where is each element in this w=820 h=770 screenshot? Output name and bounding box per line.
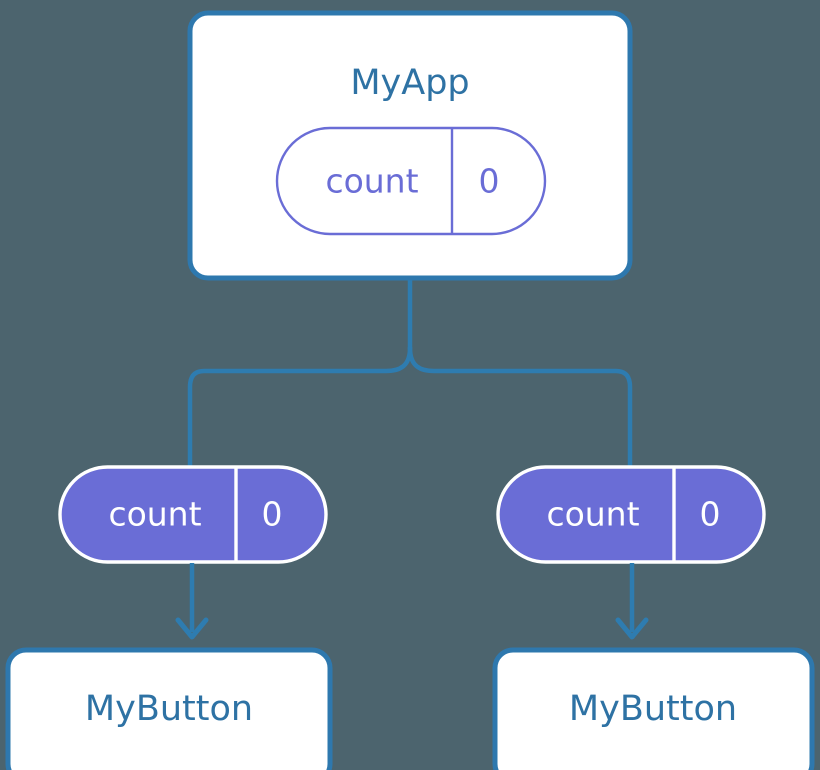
arrow-right-prop-to-button [615,563,649,640]
left-prop-key: count [108,495,201,534]
myapp-state-value: 0 [479,162,500,201]
myapp-state-key: count [325,162,418,201]
arrow-left-head [175,617,209,640]
component-myapp[interactable]: MyApp count 0 [187,10,633,281]
mybutton-left-box-border [5,647,333,770]
mybutton-left-box-fill [8,650,330,770]
arrow-right-head [615,617,649,640]
right-prop-pill-shape [496,465,766,564]
right-prop-pill[interactable]: count 0 [496,465,766,564]
connector-branch-left [187,345,413,473]
myapp-box-border [187,10,633,281]
left-prop-value: 0 [262,495,283,534]
connector-tree [187,275,633,473]
connector-branch-right [407,345,633,473]
left-prop-pill[interactable]: count 0 [58,465,328,564]
mybutton-left-label: MyButton [85,689,253,729]
myapp-state-pill[interactable]: count 0 [275,126,547,236]
left-prop-pill-shape [58,465,328,564]
right-prop-value: 0 [700,495,721,534]
arrow-left-prop-to-button [175,563,209,640]
right-prop-key: count [546,495,639,534]
myapp-label: MyApp [350,63,469,103]
component-mybutton-right[interactable]: MyButton [492,647,815,770]
mybutton-right-box-border [492,647,815,770]
component-mybutton-left[interactable]: MyButton [5,647,333,770]
mybutton-right-label: MyButton [569,689,737,729]
mybutton-right-box-fill [495,650,812,770]
myapp-state-pill-shape [275,126,547,236]
